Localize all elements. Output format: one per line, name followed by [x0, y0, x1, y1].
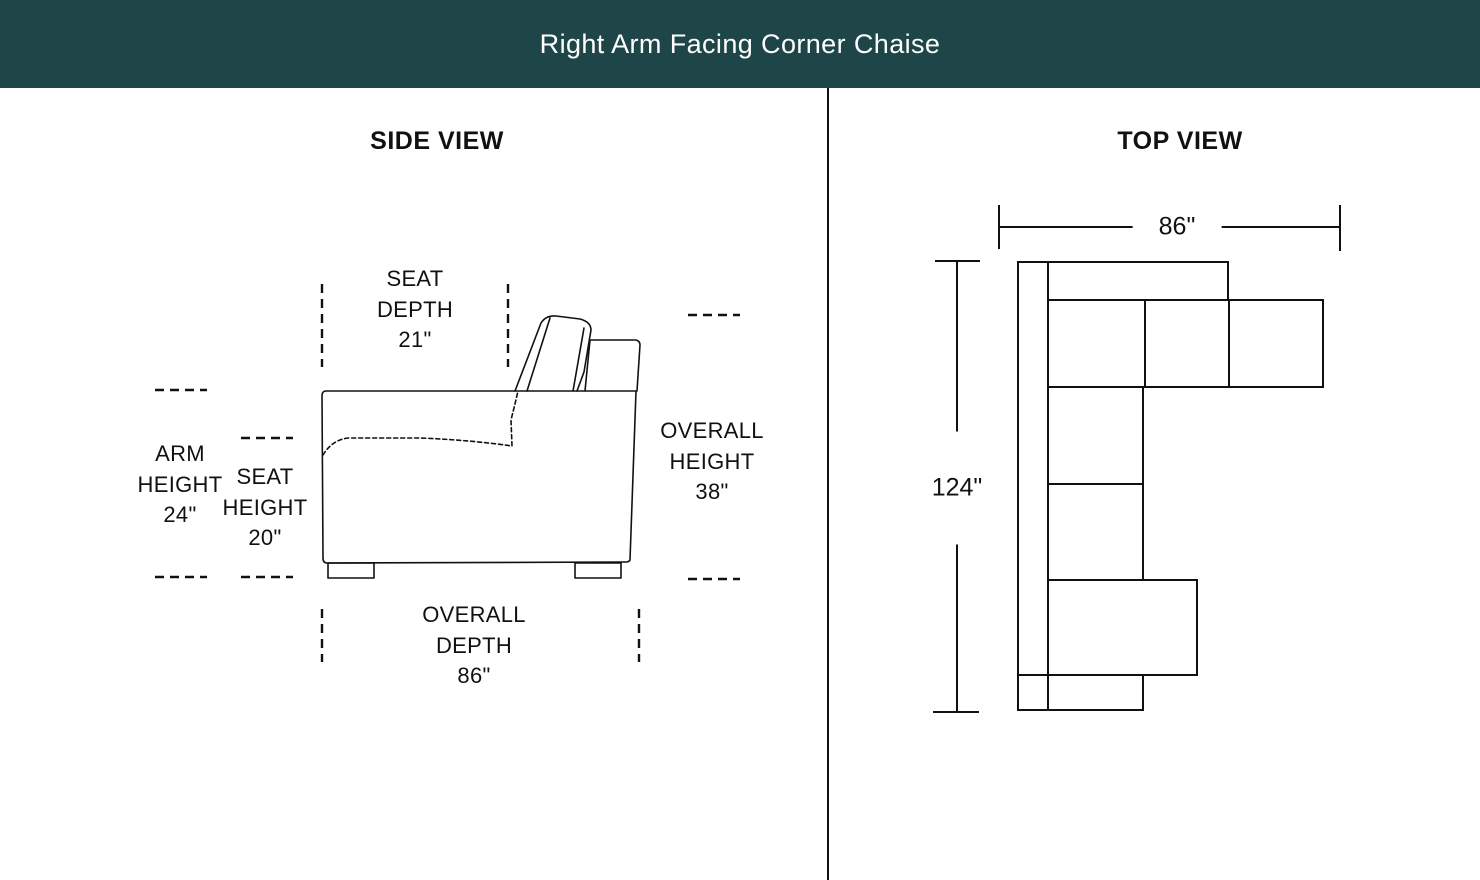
sofa-back-cushion-inner [584, 339, 591, 392]
top-view-arm [1228, 299, 1324, 388]
overall-depth-value: 86" [457, 663, 491, 688]
sofa-headrest [514, 315, 592, 392]
sofa-leg-front [327, 562, 375, 579]
overall-depth-label: OVERALL DEPTH 86" [422, 600, 526, 692]
top-view-cushion [1144, 299, 1230, 388]
sofa-back-seam [572, 327, 585, 392]
sofa-headrest-seam [526, 317, 551, 392]
seat-depth-value: 21" [398, 327, 432, 352]
side-view-title: SIDE VIEW [370, 127, 504, 155]
top-view-back-strip [1017, 261, 1049, 711]
sofa-seat-dashed [322, 390, 519, 456]
seat-depth-label: SEAT DEPTH 21" [377, 264, 453, 356]
arm-height-value: 24" [163, 502, 197, 527]
top-view-title: TOP VIEW [1117, 127, 1243, 155]
sofa-back-cushion [590, 339, 641, 392]
sofa-leg-back [574, 562, 622, 579]
seat-height-value: 20" [248, 525, 282, 550]
top-view-base [1047, 674, 1144, 711]
top-view-back-top [1047, 261, 1229, 301]
page-title: Right Arm Facing Corner Chaise [539, 28, 941, 59]
top-view-chaise-cushion [1047, 483, 1144, 581]
seat-height-label: SEAT HEIGHT 20" [223, 462, 308, 554]
top-view-width-value: 86" [1132, 212, 1222, 242]
top-view-chaise-cushion [1047, 386, 1144, 485]
top-view-cushion [1047, 299, 1146, 388]
overall-height-value: 38" [695, 479, 729, 504]
top-view-chaise-end [1047, 579, 1198, 676]
sofa-body-outline [321, 390, 637, 564]
header-bar: Right Arm Facing Corner Chaise [0, 0, 1480, 88]
overall-height-label: OVERALL HEIGHT 38" [660, 416, 764, 508]
arm-height-label: ARM HEIGHT 24" [138, 439, 223, 531]
top-view-length-value: 124" [931, 431, 983, 545]
panel-divider [827, 88, 829, 880]
